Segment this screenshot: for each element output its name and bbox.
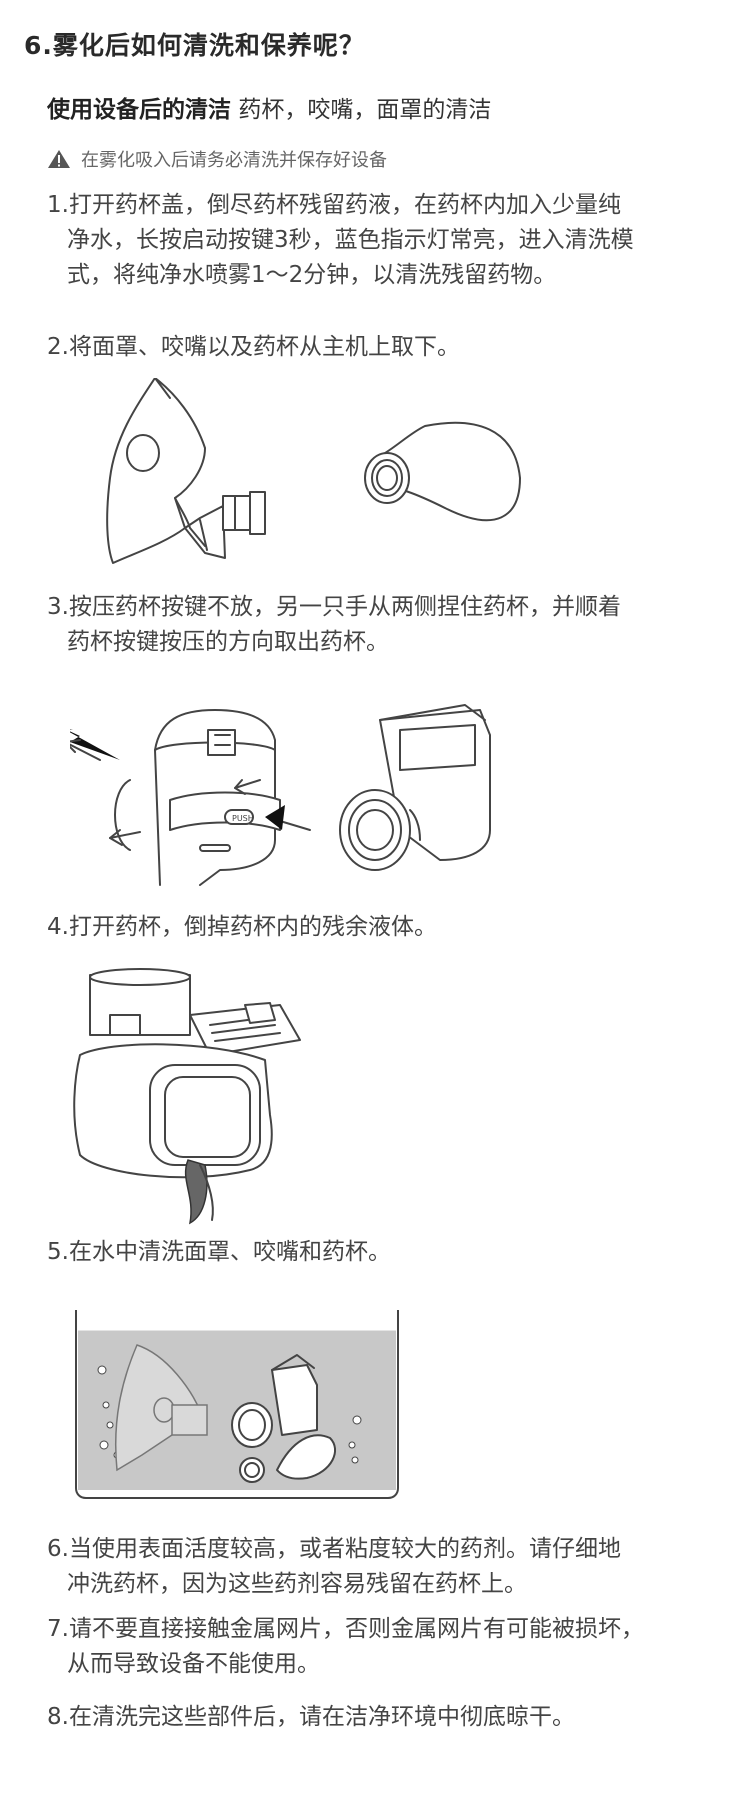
step-8: 8.在清洗完这些部件后，请在洁净环境中彻底晾干。 [47, 1700, 707, 1735]
step-1-line-3: 式，将纯净水喷雾1～2分钟，以清洗残留药物。 [67, 262, 557, 288]
step-8-line-1: 8.在清洗完这些部件后，请在洁净环境中彻底晾干。 [47, 1704, 575, 1730]
step-6: 6.当使用表面活度较高，或者粘度较大的药剂。请仔细地 冲洗药杯，因为这些药剂容易… [47, 1532, 707, 1602]
step-1-line-2: 净水，长按启动按键3秒，蓝色指示灯常亮，进入清洗模 [67, 227, 634, 253]
push-button-label: PUSH [232, 814, 254, 823]
mask-drawing [106, 378, 266, 564]
remove-cup-illustration: PUSH [70, 704, 491, 886]
pour-liquid-illustration [73, 968, 301, 1225]
subheading-rest: 药杯，咬嘴，面罩的清洁 [238, 97, 492, 123]
step-5: 5.在水中清洗面罩、咬嘴和药杯。 [47, 1235, 707, 1270]
removed-cup-drawing [339, 704, 491, 871]
step-3: 3.按压药杯按键不放，另一只手从两侧捏住药杯，并顺着 药杯按键按压的方向取出药杯… [47, 590, 707, 660]
warning-text: 在雾化吸入后请务必清洗并保存好设备 [81, 150, 387, 171]
mouthpiece-drawing [364, 421, 521, 522]
step-4: 4.打开药杯，倒掉药杯内的残余液体。 [47, 910, 707, 945]
step-6-line-2: 冲洗药杯，因为这些药剂容易残留在药杯上。 [67, 1571, 527, 1597]
wash-in-water-illustration [75, 1310, 399, 1499]
arrow-lower-left-icon [109, 831, 141, 839]
arrow-icons [70, 729, 311, 846]
submerged-parts-drawing [114, 1344, 336, 1483]
warning-note: 在雾化吸入后请务必清洗并保存好设备 [47, 146, 387, 172]
step-4-line-1: 4.打开药杯，倒掉药杯内的残余液体。 [47, 914, 437, 940]
step-2: 2.将面罩、咬嘴以及药杯从主机上取下。 [47, 330, 707, 365]
mask-and-mouthpiece-illustration [106, 378, 521, 564]
warning-triangle-icon [48, 150, 70, 168]
liquid-stream-drawing [184, 1159, 214, 1225]
step-3-line-2: 药杯按键按压的方向取出药杯。 [67, 629, 389, 655]
step-7-line-1: 7.请不要直接接触金属网片，否则金属网片有可能被损坏， [47, 1616, 644, 1642]
step-1: 1.打开药杯盖，倒尽药杯残留药液，在药杯内加入少量纯 净水，长按启动按键3秒，蓝… [47, 188, 707, 293]
step-7: 7.请不要直接接触金属网片，否则金属网片有可能被损坏， 从而导致设备不能使用。 [47, 1612, 707, 1682]
step-6-line-1: 6.当使用表面活度较高，或者粘度较大的药剂。请仔细地 [47, 1536, 621, 1562]
subheading-bold: 使用设备后的清洁 [47, 97, 231, 123]
step-1-line-1: 1.打开药杯盖，倒尽药杯残留药液，在药杯内加入少量纯 [47, 192, 621, 218]
arrow-left-icon [70, 729, 120, 760]
opened-cup-drawing [73, 968, 301, 1179]
device-drawing: PUSH [114, 709, 281, 886]
step-2-line-1: 2.将面罩、咬嘴以及药杯从主机上取下。 [47, 334, 460, 360]
arrow-right-upper-icon [234, 779, 261, 789]
step-3-line-1: 3.按压药杯按键不放，另一只手从两侧捏住药杯，并顺着 [47, 594, 621, 620]
step-7-line-2: 从而导致设备不能使用。 [67, 1651, 320, 1677]
section-subheading: 使用设备后的清洁 药杯，咬嘴，面罩的清洁 [47, 90, 491, 124]
page-title: 6.雾化后如何清洗和保养呢？ [24, 31, 365, 60]
step-5-line-1: 5.在水中清洗面罩、咬嘴和药杯。 [47, 1239, 391, 1265]
